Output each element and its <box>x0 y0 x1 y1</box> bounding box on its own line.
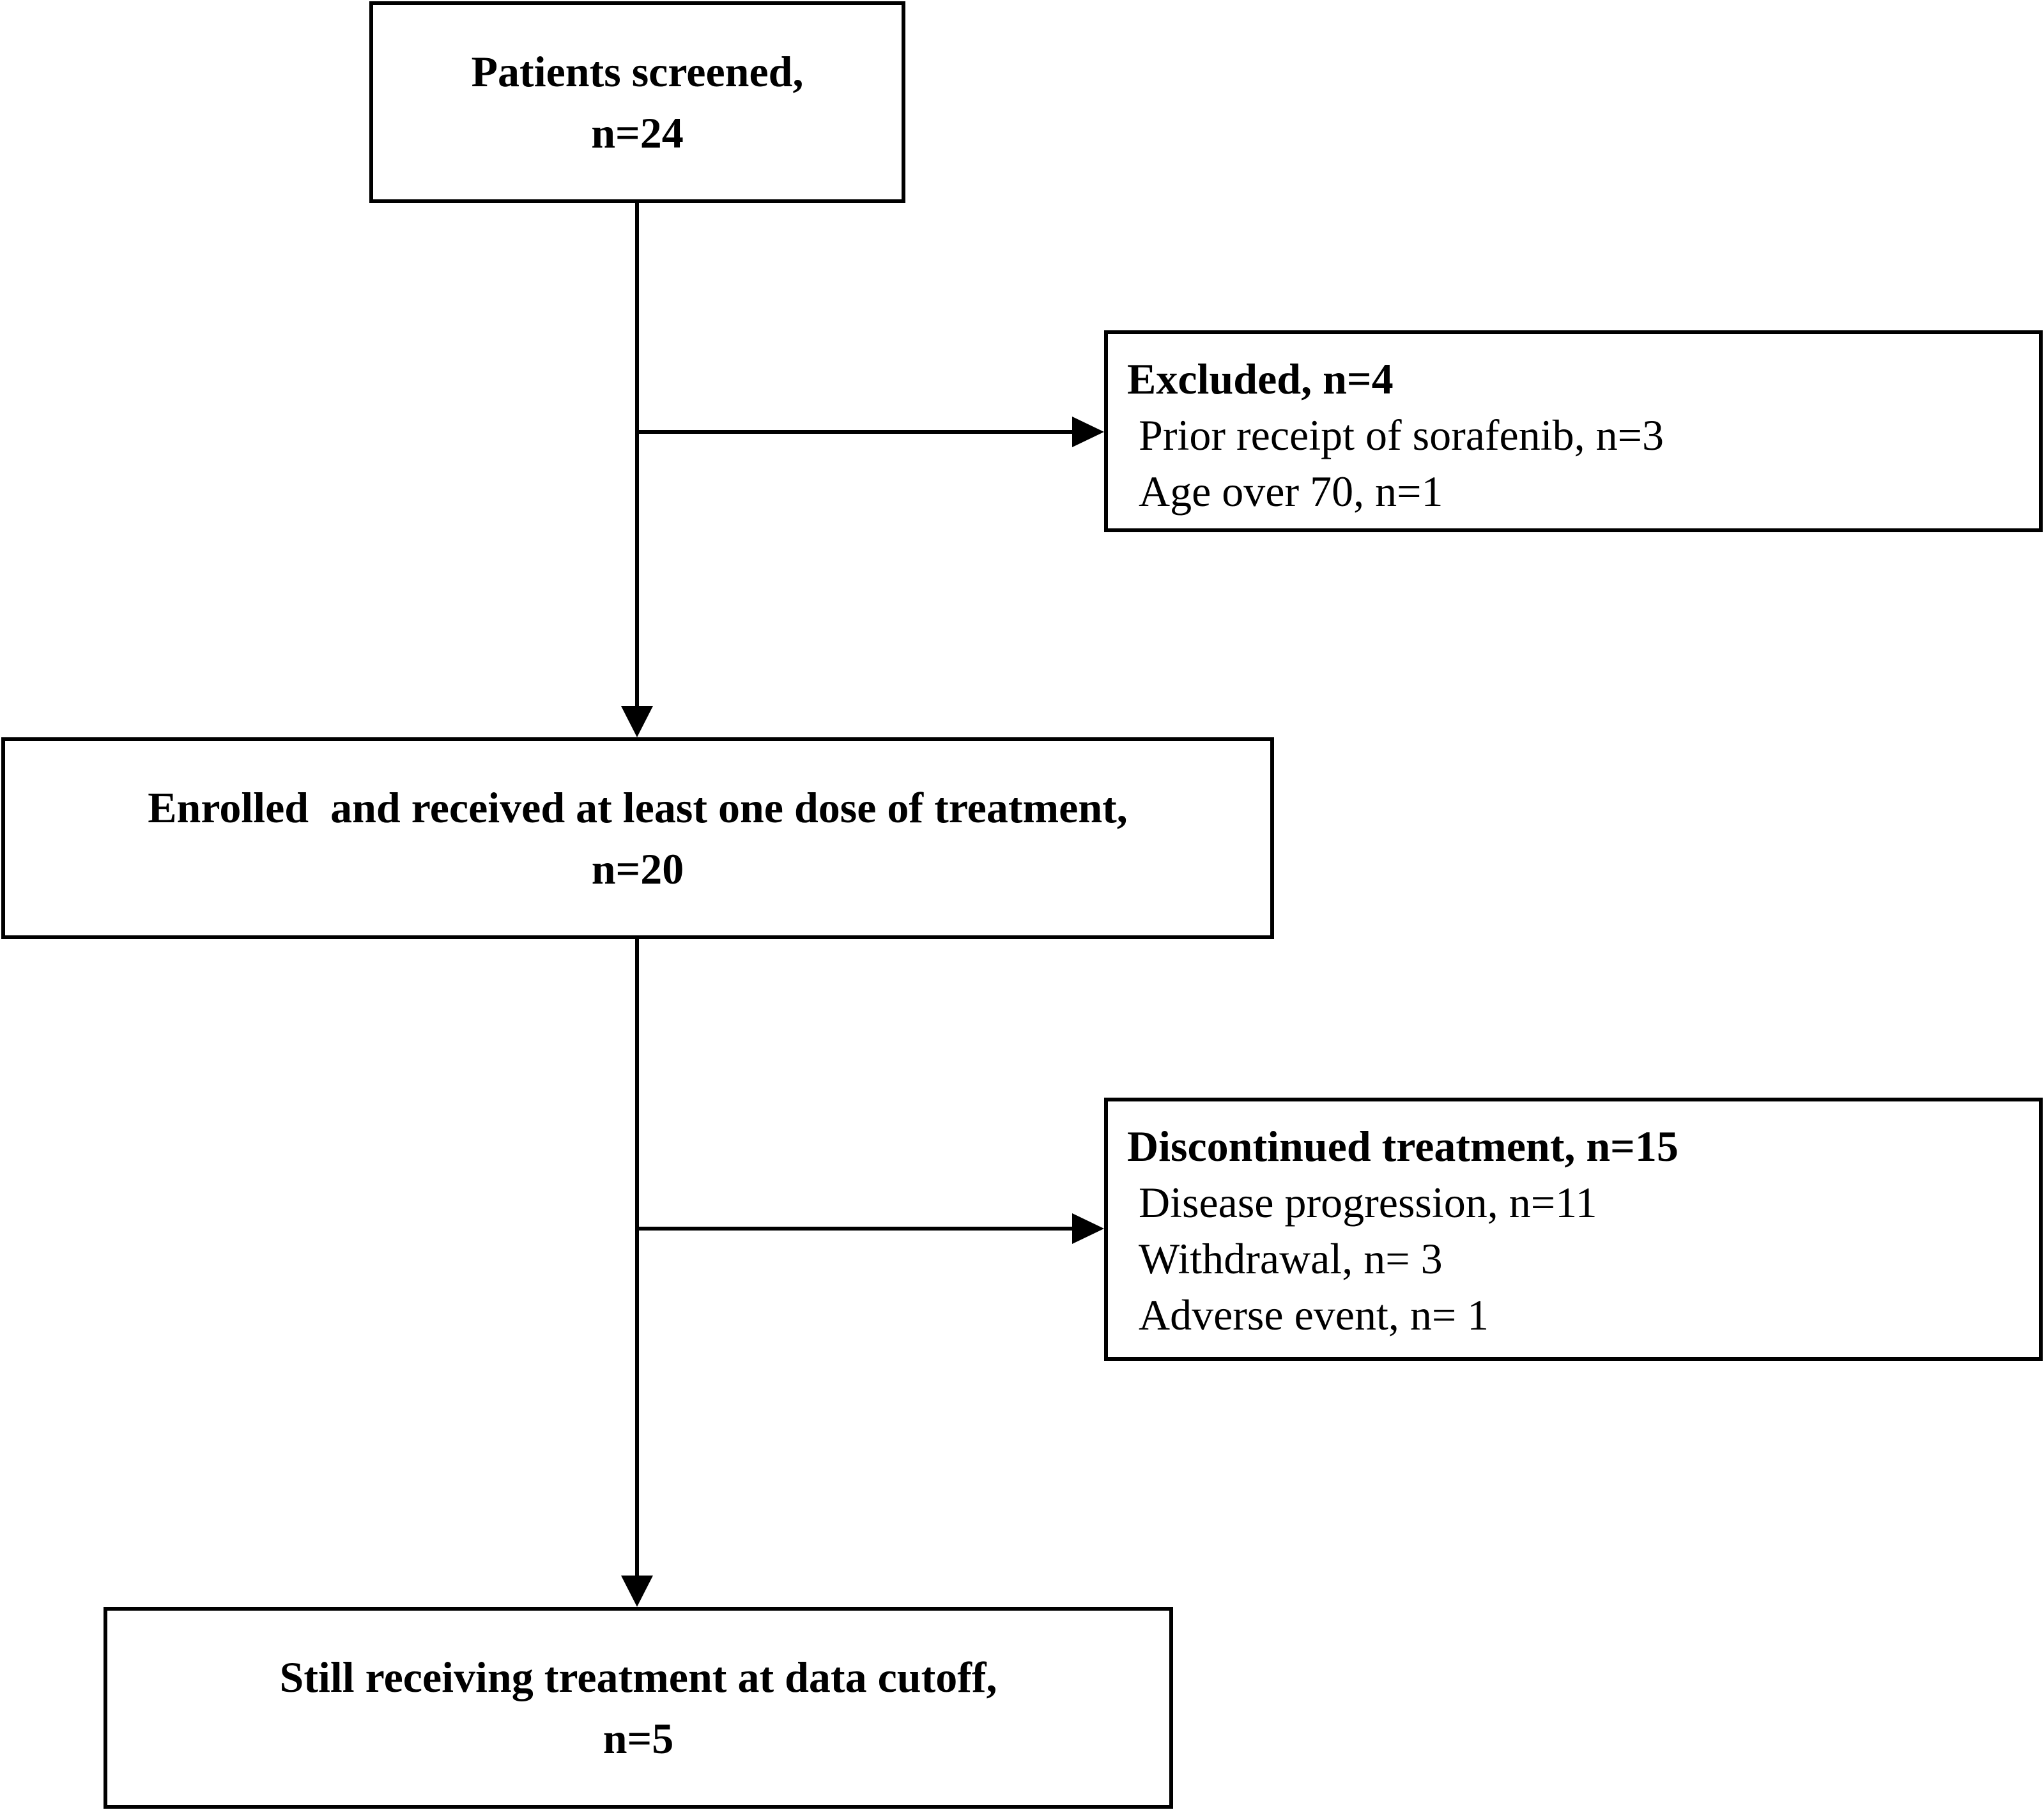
screened-label: Patients screened, <box>471 47 804 96</box>
discontinued-reason-adverse-event: Adverse event, n= 1 <box>1139 1291 1489 1339</box>
excluded-box: Excluded, n=4 Prior receipt of sorafenib… <box>1104 330 2043 532</box>
enrolled-label: Enrolled and received at least one dose … <box>148 783 1128 832</box>
discontinued-reason-withdrawal: Withdrawal, n= 3 <box>1139 1234 1443 1283</box>
excluded-reason-sorafenib: Prior receipt of sorafenib, n=3 <box>1139 411 1664 459</box>
still-receiving-count: n=5 <box>603 1714 674 1763</box>
excluded-reason-age: Age over 70, n=1 <box>1139 467 1443 516</box>
screened-count: n=24 <box>591 109 684 157</box>
enrolled-box: Enrolled and received at least one dose … <box>1 737 1274 939</box>
discontinued-reason-progression: Disease progression, n=11 <box>1139 1178 1597 1227</box>
arrowhead-to-still <box>621 1576 653 1607</box>
still-receiving-box: Still receiving treatment at data cutoff… <box>104 1607 1173 1809</box>
arrowhead-to-discontinued <box>1072 1213 1104 1244</box>
still-receiving-label: Still receiving treatment at data cutoff… <box>279 1653 997 1701</box>
discontinued-box: Discontinued treatment, n=15 Disease pro… <box>1104 1098 2043 1361</box>
discontinued-title: Discontinued treatment, n=15 <box>1127 1122 1679 1170</box>
arrowhead-to-excluded <box>1072 417 1104 447</box>
arrowhead-to-enrolled <box>621 706 653 737</box>
enrolled-count: n=20 <box>591 845 684 893</box>
screened-box: Patients screened, n=24 <box>369 1 905 203</box>
excluded-title: Excluded, n=4 <box>1127 355 1394 403</box>
